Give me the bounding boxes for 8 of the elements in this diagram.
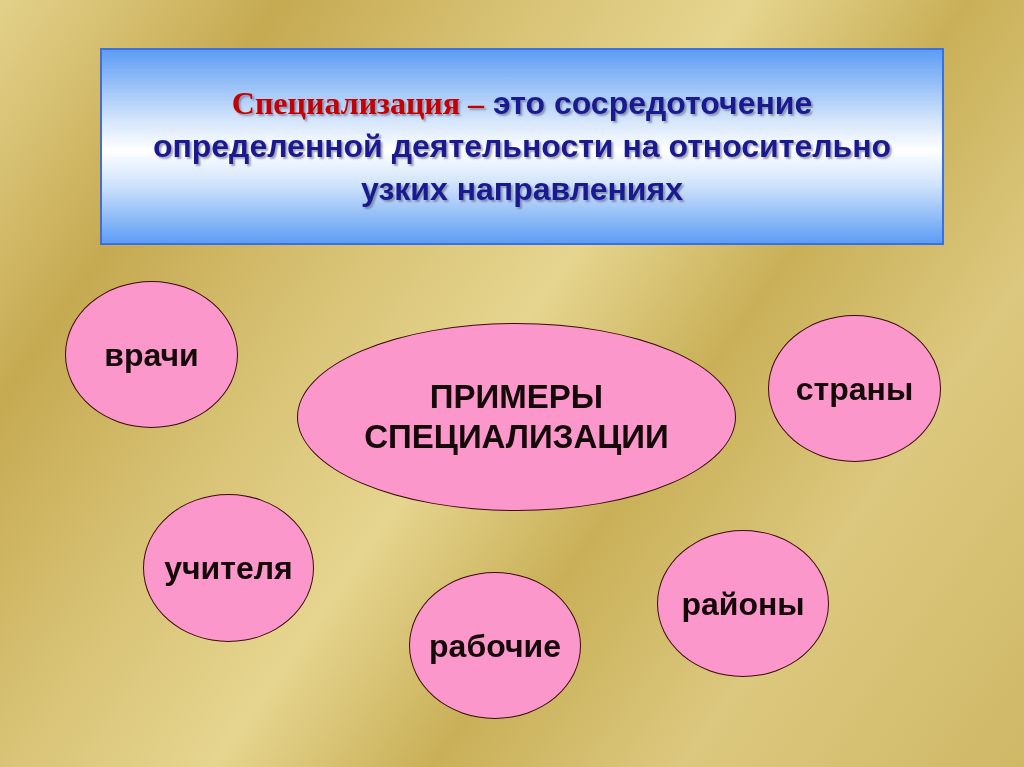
example-label: районы [681, 584, 805, 623]
example-label: врачи [104, 335, 199, 374]
definition-text: Специализация – это сосредоточение определенной деятельности на относительно узких направлениях [151, 84, 893, 209]
example-label: рабочие [429, 626, 561, 665]
definition-box [100, 48, 944, 245]
example-label: страны [795, 369, 914, 408]
example-label: учителя [164, 549, 293, 587]
topic-label: ПРИМЕРЫ СПЕЦИАЛИЗАЦИИ [363, 377, 670, 457]
